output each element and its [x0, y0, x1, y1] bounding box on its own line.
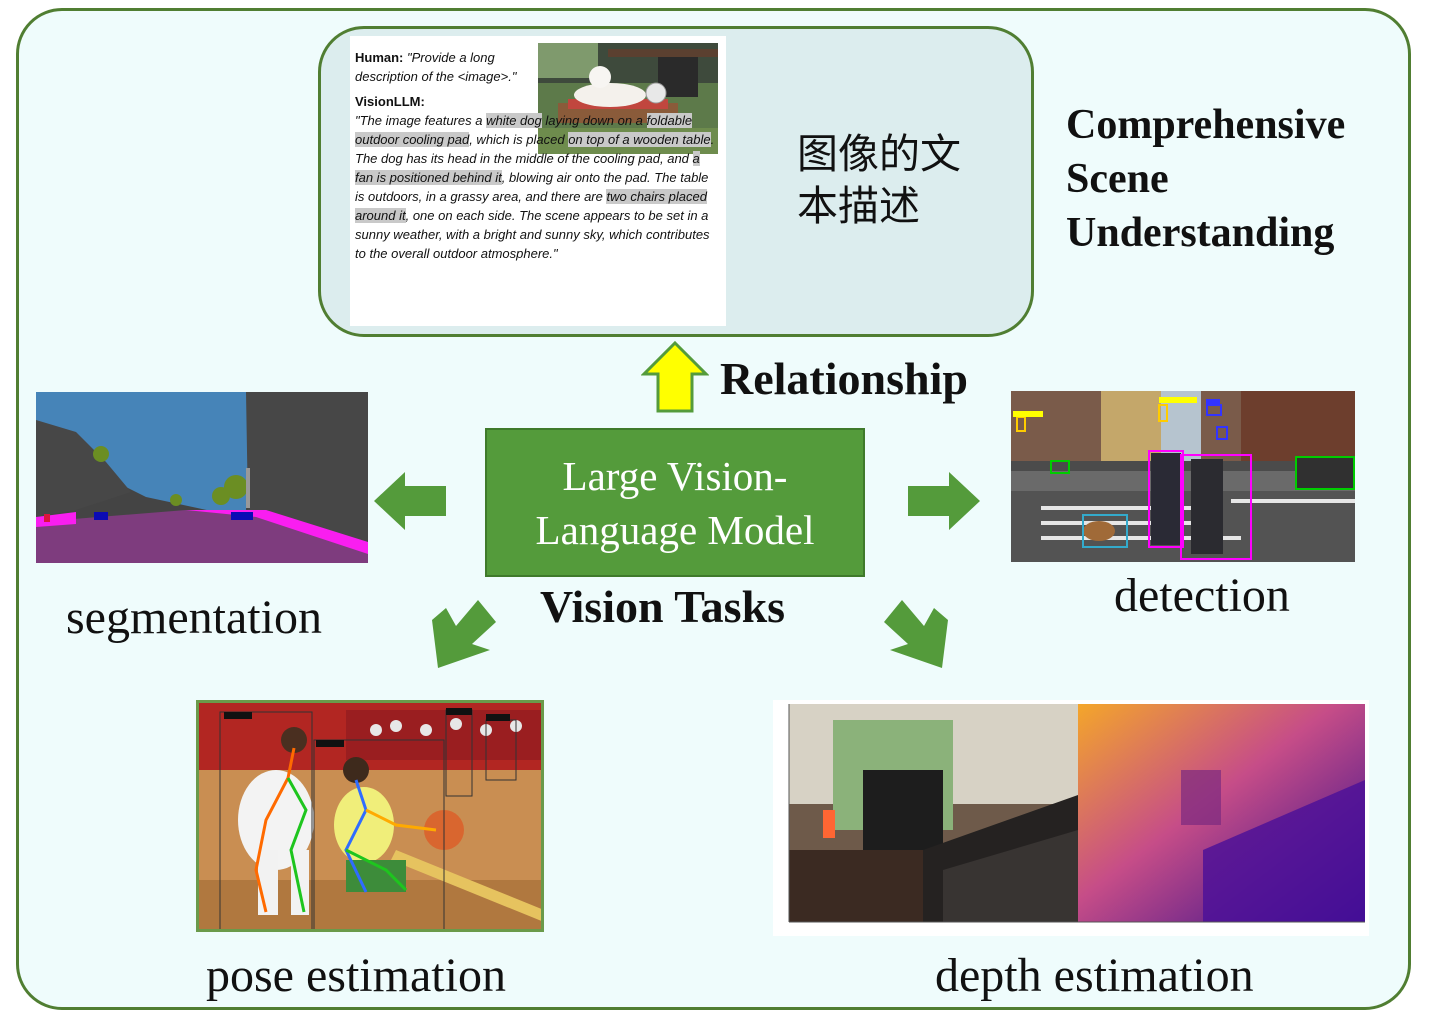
segmentation-image: [36, 392, 368, 563]
vision-tasks-label: Vision Tasks: [540, 581, 786, 632]
highlighted-phrase: white dog: [486, 113, 542, 128]
model-response: "The image features a white dog laying d…: [355, 111, 715, 263]
down-left-arrow: [432, 600, 496, 668]
response-text: "The image features a: [355, 113, 487, 128]
depth-estimation-image: [773, 700, 1369, 936]
response-text: laying down on a: [541, 113, 647, 128]
left-arrow: [374, 472, 446, 530]
depth-estimation-label: depth estimation: [935, 949, 1254, 1002]
comprehensive-scene-title: Comprehensive Scene Understanding: [1066, 102, 1346, 256]
right-arrow: [908, 472, 980, 530]
detection-label: detection: [1114, 569, 1290, 622]
large-vision-language-model-box: Large Vision-Language Model: [485, 428, 865, 577]
down-right-arrow: [884, 600, 948, 668]
pose-estimation-image: [196, 700, 544, 932]
center-model-label: Large Vision-Language Model: [535, 452, 815, 553]
human-prompt: Human: "Provide a long description of th…: [355, 48, 535, 86]
response-text: , which is placed: [469, 132, 569, 147]
segmentation-label: segmentation: [66, 591, 322, 644]
response-text: . The dog has its head in the middle of …: [355, 132, 715, 166]
highlighted-phrase: on top of a wooden table: [568, 132, 711, 147]
human-speaker: Human:: [355, 50, 404, 65]
pose-estimation-label: pose estimation: [206, 949, 506, 1002]
model-speaker: VisionLLM:: [355, 94, 425, 109]
human-prompt-text: "Provide a long description of the <imag…: [355, 50, 517, 84]
response-text: , blowing air onto the pad. The table is…: [355, 170, 709, 204]
response-text: , one on each side. The scene appears to…: [355, 208, 710, 261]
model-response-start: VisionLLM:: [355, 92, 535, 111]
chinese-caption-label: 图像的文本描述: [797, 130, 961, 230]
relationship-label: Relationship: [720, 353, 968, 404]
detection-image: [1011, 391, 1355, 562]
up-arrow: [641, 340, 709, 413]
